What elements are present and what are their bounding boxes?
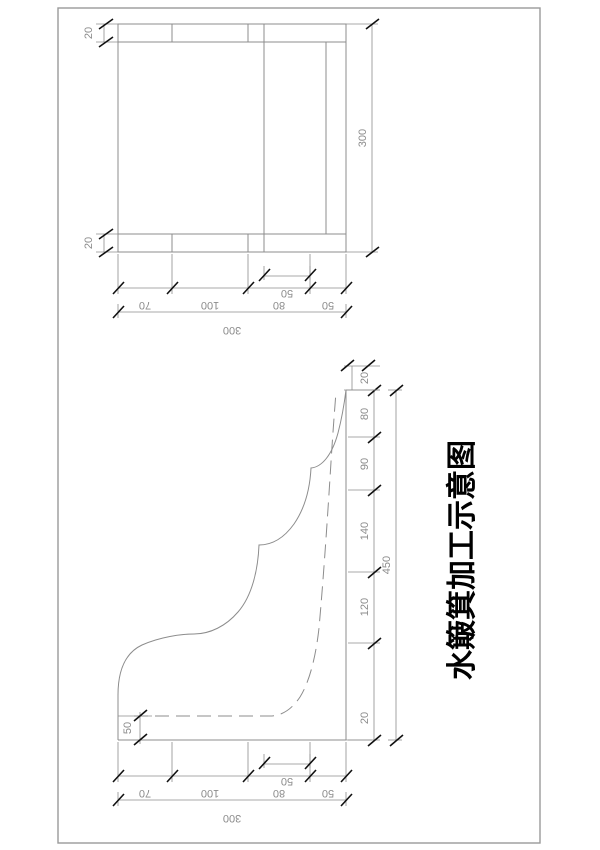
- section-dim-total-300: 300: [112, 792, 353, 824]
- plan-dim-label-50: 50: [322, 299, 334, 311]
- section-dim-label-total-300: 300: [223, 812, 241, 824]
- section-view: 50 80 90: [112, 359, 404, 824]
- plan-dim-total-300: 300: [112, 304, 353, 336]
- section-dim-label-20-top: 20: [359, 372, 371, 384]
- section-hidden-profile: [134, 391, 337, 717]
- section-dim-label-140: 140: [359, 522, 371, 540]
- section-dim-label-100: 100: [201, 787, 219, 799]
- section-dim-50-left: 50: [118, 709, 152, 746]
- section-dim-label-80: 80: [359, 408, 371, 420]
- section-dim-label-80b: 80: [273, 787, 285, 799]
- plan-view: 20 20 300: [83, 18, 380, 336]
- section-profile-curve: [117, 389, 347, 696]
- plan-inner-rect-b: [263, 41, 327, 235]
- section-dim-label-90: 90: [359, 458, 371, 470]
- plan-dim-label-70: 70: [139, 299, 151, 311]
- plan-dim-top-20: 20: [83, 18, 122, 48]
- plan-outline: [117, 23, 347, 253]
- section-dim-label-50: 50: [322, 787, 334, 799]
- plan-dim-bottom-20: 20: [83, 228, 122, 258]
- drawing-title: 水簸箕加工示意图: [445, 440, 480, 680]
- section-dim-label-70: 70: [139, 787, 151, 799]
- sheet-frame: [57, 7, 541, 844]
- plan-dim-callout-50: 50: [258, 266, 317, 299]
- plan-dim-label-top-20: 20: [83, 27, 95, 39]
- plan-dim-label-total-300: 300: [223, 324, 241, 336]
- plan-dim-chain: 70 100 80 50: [112, 254, 353, 311]
- section-dim-label-450: 450: [381, 556, 393, 574]
- section-dim-callout-50: 50: [258, 754, 317, 787]
- plan-dim-right-300: 300: [346, 18, 380, 258]
- section-dim-label-20-bottom: 20: [359, 712, 371, 724]
- plan-dim-label-bottom-20: 20: [83, 237, 95, 249]
- section-dim-label-120: 120: [359, 598, 371, 616]
- section-dim-label-50-left: 50: [122, 722, 134, 734]
- section-dim-chain: 70 100 80 50: [112, 742, 353, 799]
- section-dim-vertical-chain: 80 90 140 120 20: [346, 384, 382, 747]
- section-dim-20-top: 20: [340, 359, 380, 391]
- drawing-title-group: 水簸箕加工示意图: [445, 440, 480, 680]
- plan-dim-label-80: 80: [273, 299, 285, 311]
- section-dim-450: 450: [381, 384, 404, 747]
- section-dim-label-callout-50: 50: [281, 775, 293, 787]
- plan-dim-label-right-300: 300: [357, 129, 369, 147]
- plan-dim-label-callout-50: 50: [281, 287, 293, 299]
- plan-dim-label-100: 100: [201, 299, 219, 311]
